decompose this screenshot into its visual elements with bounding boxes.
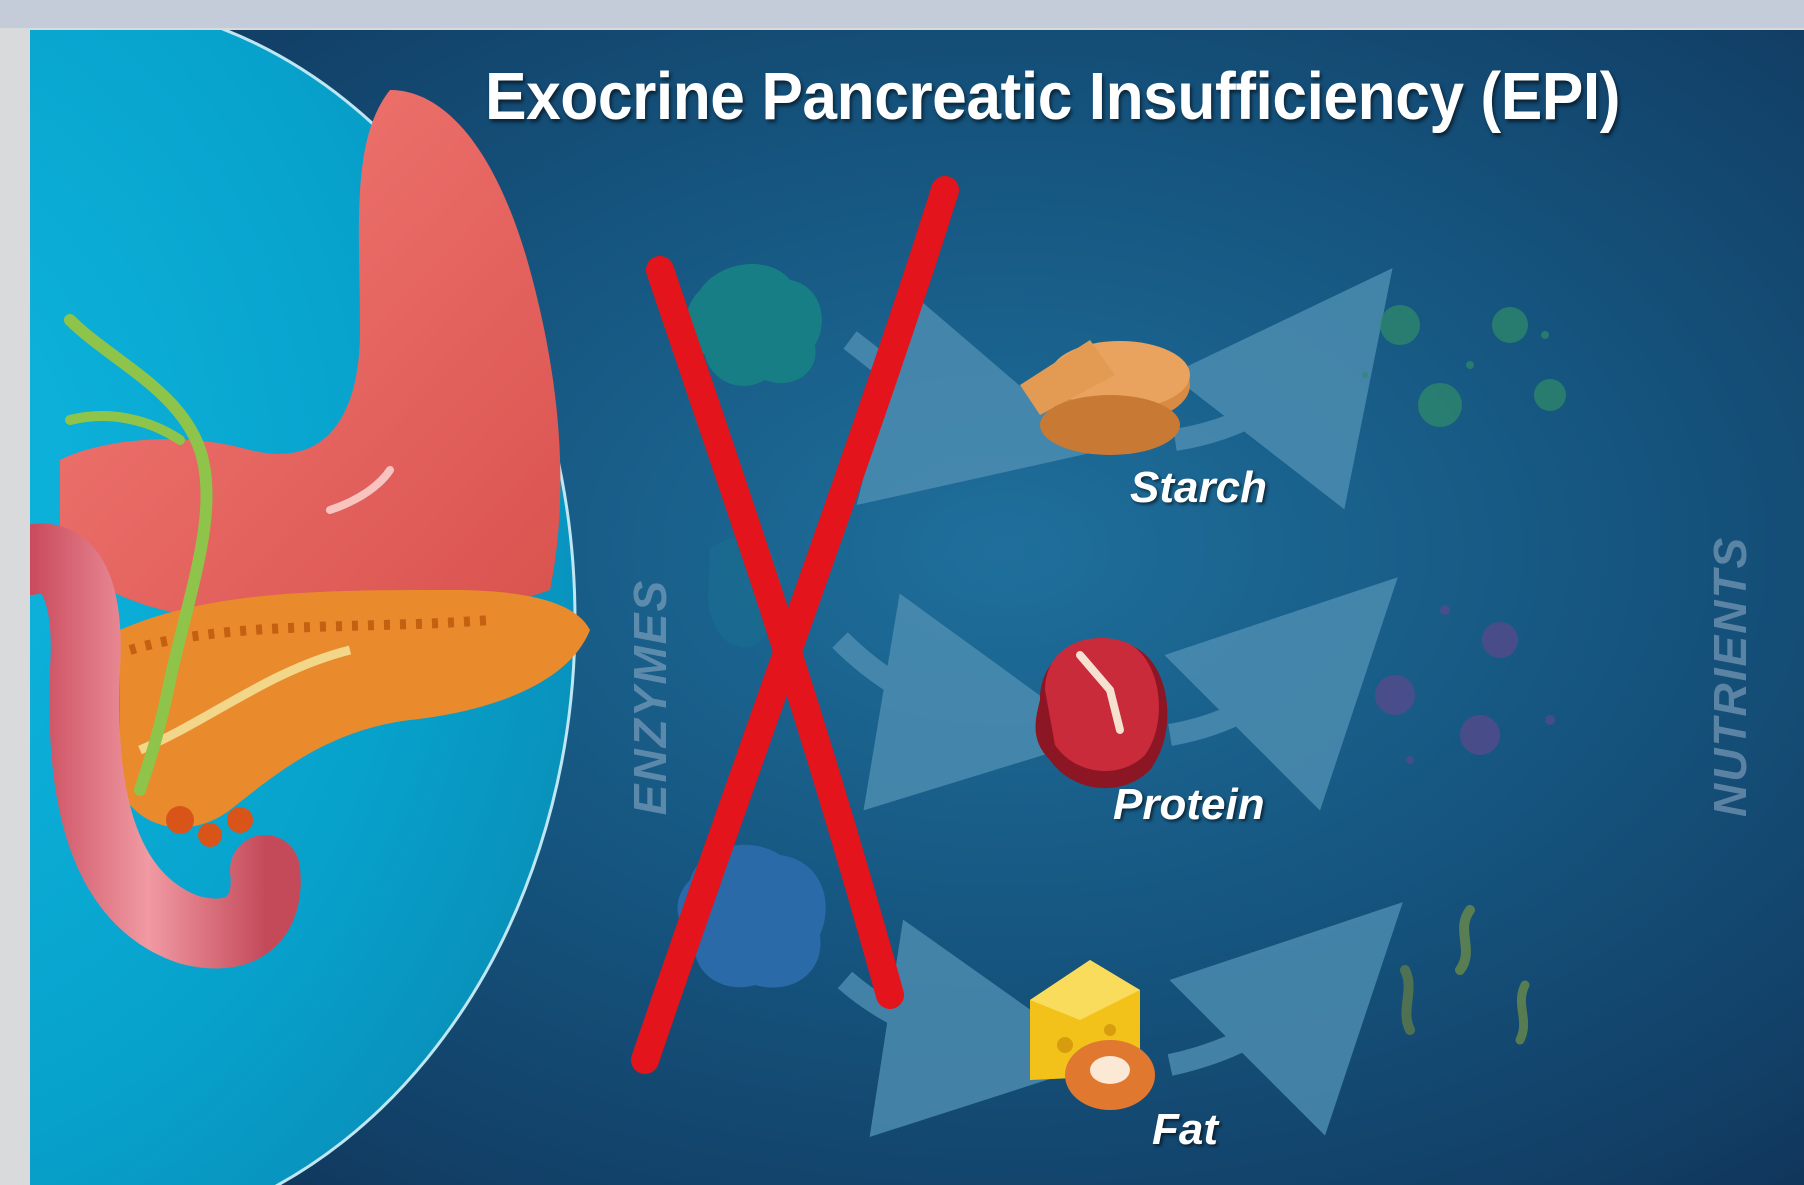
bread-slices-icon bbox=[1020, 340, 1190, 455]
starch-label: Starch bbox=[1130, 463, 1267, 513]
cheese-and-donut-icon bbox=[1030, 960, 1155, 1110]
arrow-starch-to-nutrients bbox=[1175, 355, 1325, 440]
illustration-svg bbox=[30, 30, 1804, 1185]
protein-label: Protein bbox=[1113, 780, 1265, 830]
page-title: Exocrine Pancreatic Insufficiency (EPI) bbox=[485, 58, 1703, 135]
nutrients-label: NUTRIENTS bbox=[1703, 557, 1757, 817]
arrow-enzyme-to-fat bbox=[845, 980, 995, 1045]
enzymes-label: ENZYMES bbox=[623, 577, 677, 817]
top-strip bbox=[0, 0, 1804, 28]
nutrient-particles-fat bbox=[1405, 910, 1525, 1040]
arrow-fat-to-nutrients bbox=[1170, 980, 1325, 1065]
steak-icon bbox=[1036, 638, 1168, 788]
nutrient-particles-starch bbox=[1362, 305, 1566, 427]
epi-illustration: Exocrine Pancreatic Insufficiency (EPI) … bbox=[30, 30, 1804, 1185]
arrow-protein-to-nutrients bbox=[1170, 655, 1320, 735]
arrow-enzyme-to-protein bbox=[840, 640, 990, 720]
nutrient-particles-protein bbox=[1375, 605, 1555, 764]
fat-label: Fat bbox=[1152, 1105, 1218, 1155]
